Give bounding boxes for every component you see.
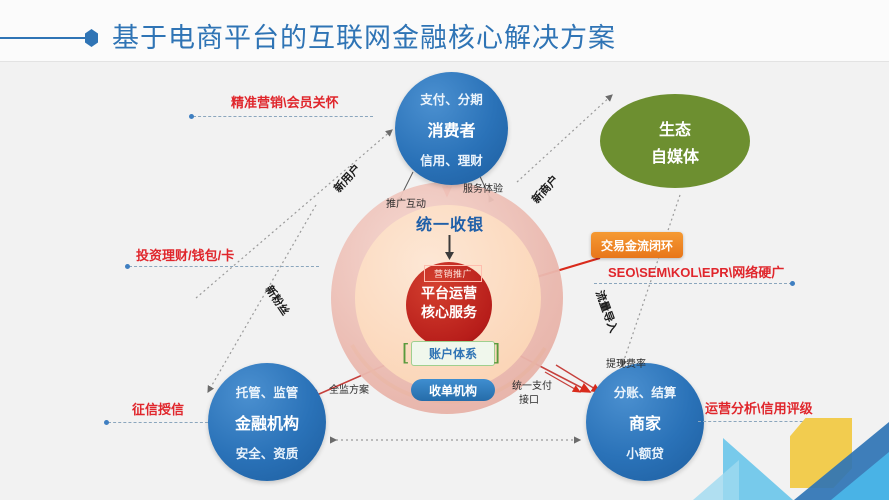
annotation-traffic-in: 流量导入 <box>592 289 620 335</box>
left-dot-2 <box>125 264 130 269</box>
left-label-1: 精准营销\会员关怀 <box>231 95 339 110</box>
annotation-unified-pay-1: 统一支付 <box>512 381 552 392</box>
node-ecosystem-line-1: 生态 <box>658 121 691 139</box>
annotation-new-fans: 新粉丝 <box>262 283 291 318</box>
left-dash-3 <box>108 422 208 423</box>
right-label-2: 运营分析\信用评级 <box>705 401 813 416</box>
node-merchant[interactable]: 分账、结算 商家 小额贷 <box>586 363 704 481</box>
core-circle <box>406 262 492 348</box>
node-consumer-bottom: 信用、理财 <box>420 153 483 168</box>
node-financial-main: 金融机构 <box>234 416 299 433</box>
annotation-new-merchant: 新商户 <box>530 173 562 207</box>
node-financial-top: 托管、监管 <box>235 386 299 400</box>
annotation-unified-pay-2: 接口 <box>519 395 539 406</box>
header-band <box>0 0 889 62</box>
annotation-promo-interaction: 推广互动 <box>386 199 426 210</box>
left-label-3: 征信授信 <box>132 402 185 417</box>
page-title: 基于电商平台的互联网金融核心解决方案 <box>112 23 616 53</box>
transaction-closed-loop-badge[interactable]: 交易金流闭环 <box>591 232 683 258</box>
title-rule <box>0 37 92 39</box>
right-dash-2 <box>698 421 818 422</box>
node-consumer[interactable]: 支付、分期 消费者 信用、理财 <box>395 72 508 185</box>
account-system-box: 账户体系 <box>411 341 495 366</box>
node-merchant-top: 分账、结算 <box>613 386 677 400</box>
down-arrow-icon <box>445 235 454 260</box>
deco-triangle-pale <box>693 460 739 500</box>
core-line-1: 平台运营 <box>421 285 477 301</box>
header-divider <box>0 61 889 62</box>
node-ecosystem-line-2: 自媒体 <box>650 148 699 166</box>
node-merchant-bottom: 小额贷 <box>626 447 664 461</box>
node-ecosystem[interactable]: 生态 自媒体 <box>600 94 750 188</box>
annotation-full-supervision: 全监方案 <box>329 385 369 396</box>
left-dash-2 <box>129 266 319 267</box>
core-line-2: 核心服务 <box>421 304 477 320</box>
right-dash-1 <box>594 283 792 284</box>
annotation-withdraw-fee: 提现费率 <box>606 359 646 370</box>
right-label-1: SEO\SEM\KOL\EPR\网络硬广 <box>608 265 785 280</box>
bracket-right: ] <box>494 339 501 364</box>
left-dash-1 <box>193 116 373 117</box>
left-dot-1 <box>189 114 194 119</box>
unified-cashier-label: 统一收银 <box>415 217 484 234</box>
annotation-new-user: 新用户 <box>332 162 364 196</box>
left-dot-3 <box>104 420 109 425</box>
right-dot-1 <box>790 281 795 286</box>
core-badge: 营销推广 <box>424 265 482 282</box>
annotation-service-experience: 服务体验 <box>463 184 503 195</box>
node-financial-institution[interactable]: 托管、监管 金融机构 安全、资质 <box>208 363 326 481</box>
acquirer-pill: 收单机构 <box>411 379 495 401</box>
deco-triangle-cyan <box>831 452 889 500</box>
node-consumer-top: 支付、分期 <box>420 92 483 107</box>
node-merchant-main: 商家 <box>628 416 661 433</box>
bracket-left: [ <box>402 339 409 364</box>
left-label-2: 投资理财/钱包/卡 <box>136 248 235 263</box>
node-financial-bottom: 安全、资质 <box>235 447 299 461</box>
title-bullet-icon <box>85 29 98 47</box>
node-consumer-main: 消费者 <box>427 122 476 140</box>
